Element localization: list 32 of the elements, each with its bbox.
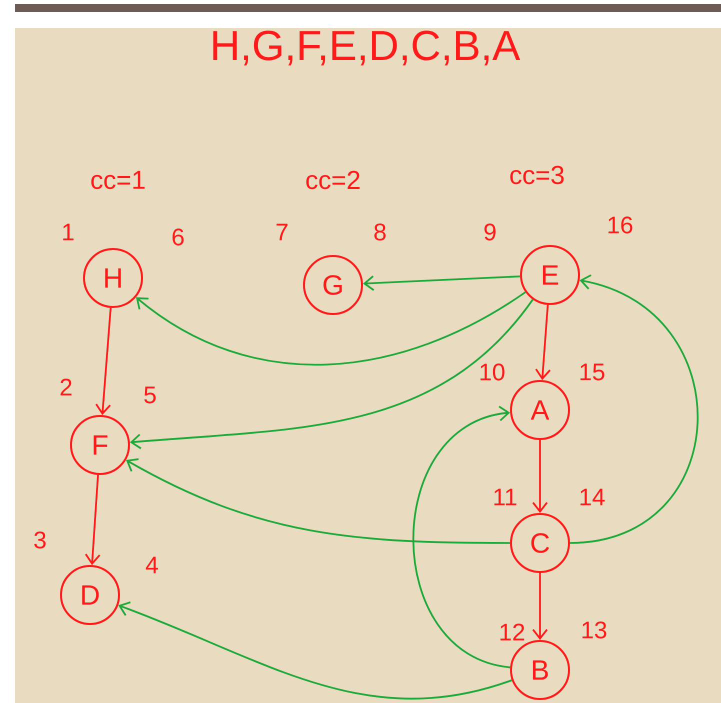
arrow [118,601,512,700]
arrow [130,299,534,450]
time-label: 3 [34,532,46,548]
title: H,G,F,E,D,C,B,A [213,30,520,66]
arrow [570,274,698,544]
time-label: 7 [276,224,288,240]
time-label: 5 [144,386,156,404]
arrow [136,291,526,366]
time-label: 6 [172,228,184,246]
arrow [535,304,551,380]
arrow [95,308,112,416]
time-label: 2 [60,378,72,396]
time-label: 1 [63,224,74,240]
time-label: 8 [374,224,386,240]
time-label: 13 [582,622,606,638]
component-label: cc=3 [510,166,564,184]
time-label: 12 [500,624,524,640]
arrow [412,406,510,668]
arrow [532,573,548,640]
time-label: 14 [580,488,605,506]
arrow [84,474,100,566]
time-label: 10 [480,364,504,380]
component-label: cc=2 [306,170,360,190]
time-label: 11 [494,488,516,506]
time-label: 4 [146,556,158,574]
arrow [532,440,548,513]
component-label: cc=1 [91,170,145,190]
time-label: 9 [484,224,496,240]
time-label: 15 [580,364,604,380]
arrow [126,458,510,544]
time-label: 16 [608,216,632,234]
arrow [362,275,520,291]
